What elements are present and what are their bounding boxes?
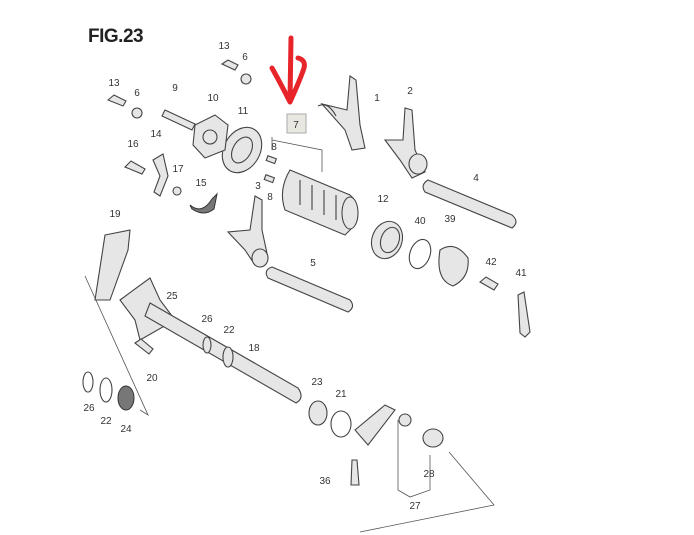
pin-8b [263,174,276,184]
seal-23 [308,400,328,426]
washer-6b [240,73,252,85]
part-label: 23 [311,377,323,388]
part-label: 3 [255,181,261,192]
part-label: 40 [414,216,426,227]
bearing-11 [221,126,263,174]
part-label: 27 [409,501,421,512]
washer-22 [222,346,234,368]
shift-drum-7 [281,169,359,236]
part-label: 42 [485,257,497,268]
gearshift-link-27 [354,404,396,446]
bearing-12 [370,220,404,260]
joint-28 [422,428,444,448]
part-label: 22 [100,416,112,427]
part-label: 16 [127,139,139,150]
shift-fork-2 [383,107,428,179]
pin-8a [265,155,278,165]
part-label: 1 [374,93,380,104]
oring-40 [408,238,432,270]
part-label: 17 [172,164,184,175]
part-label: 13 [218,41,230,52]
bolt-16 [124,160,146,175]
collar-26b [82,371,94,393]
part-label: 11 [238,106,249,117]
shift-fork-1 [317,75,366,151]
part-label: 13 [108,78,120,89]
arm-14 [152,153,169,197]
shift-fork-3 [226,195,269,268]
washer-22b [99,377,113,403]
part-label: 25 [166,291,178,302]
part-label: 18 [248,343,260,354]
highlight-box-7 [286,113,307,134]
shaft-4 [422,179,517,229]
part-label: 6 [242,52,248,63]
part-label: 26 [201,314,213,325]
shaft-5 [265,266,354,313]
figure-title: FIG.23 [88,26,144,47]
part-label: 21 [335,389,347,400]
washer-17 [172,186,182,196]
part-label: 36 [319,476,331,487]
part-label: 39 [444,214,456,225]
bolt-13b [220,59,239,71]
cam-39 [438,245,469,287]
collar-26 [202,336,212,354]
part-label: 2 [407,86,413,97]
bolt-20 [134,338,154,355]
part-label: 5 [310,258,316,269]
part-label: 41 [515,268,527,279]
part-label: 20 [146,373,158,384]
highlighted-part-label: 7 [293,120,299,131]
part-label: 9 [172,83,178,94]
washer-6 [131,107,143,119]
red-arrow-annotation [269,35,307,105]
part-label: 6 [134,88,140,99]
washer-21 [330,410,352,438]
part-label: 15 [195,178,207,189]
part-label: 4 [473,173,479,184]
part-label: 8 [271,142,277,153]
part-label: 26 [83,403,95,414]
part-label: 28 [423,469,435,480]
part-label: 12 [377,194,389,205]
bolt-36 [350,459,360,486]
part-label: 10 [207,93,219,104]
stopper-plate-10 [192,114,229,159]
spring-15 [189,192,218,214]
spring-24 [117,385,135,411]
plate-19 [94,229,131,301]
part-label: 8 [267,192,273,203]
part-label: 24 [120,424,132,435]
pin-9 [161,109,196,131]
part-label: 22 [223,325,235,336]
bush-27 [398,413,412,427]
part-label: 19 [109,209,121,220]
bolt-13 [106,94,127,107]
part-label: 14 [150,129,162,140]
bolt-42 [479,276,499,291]
spring-41 [517,291,531,338]
